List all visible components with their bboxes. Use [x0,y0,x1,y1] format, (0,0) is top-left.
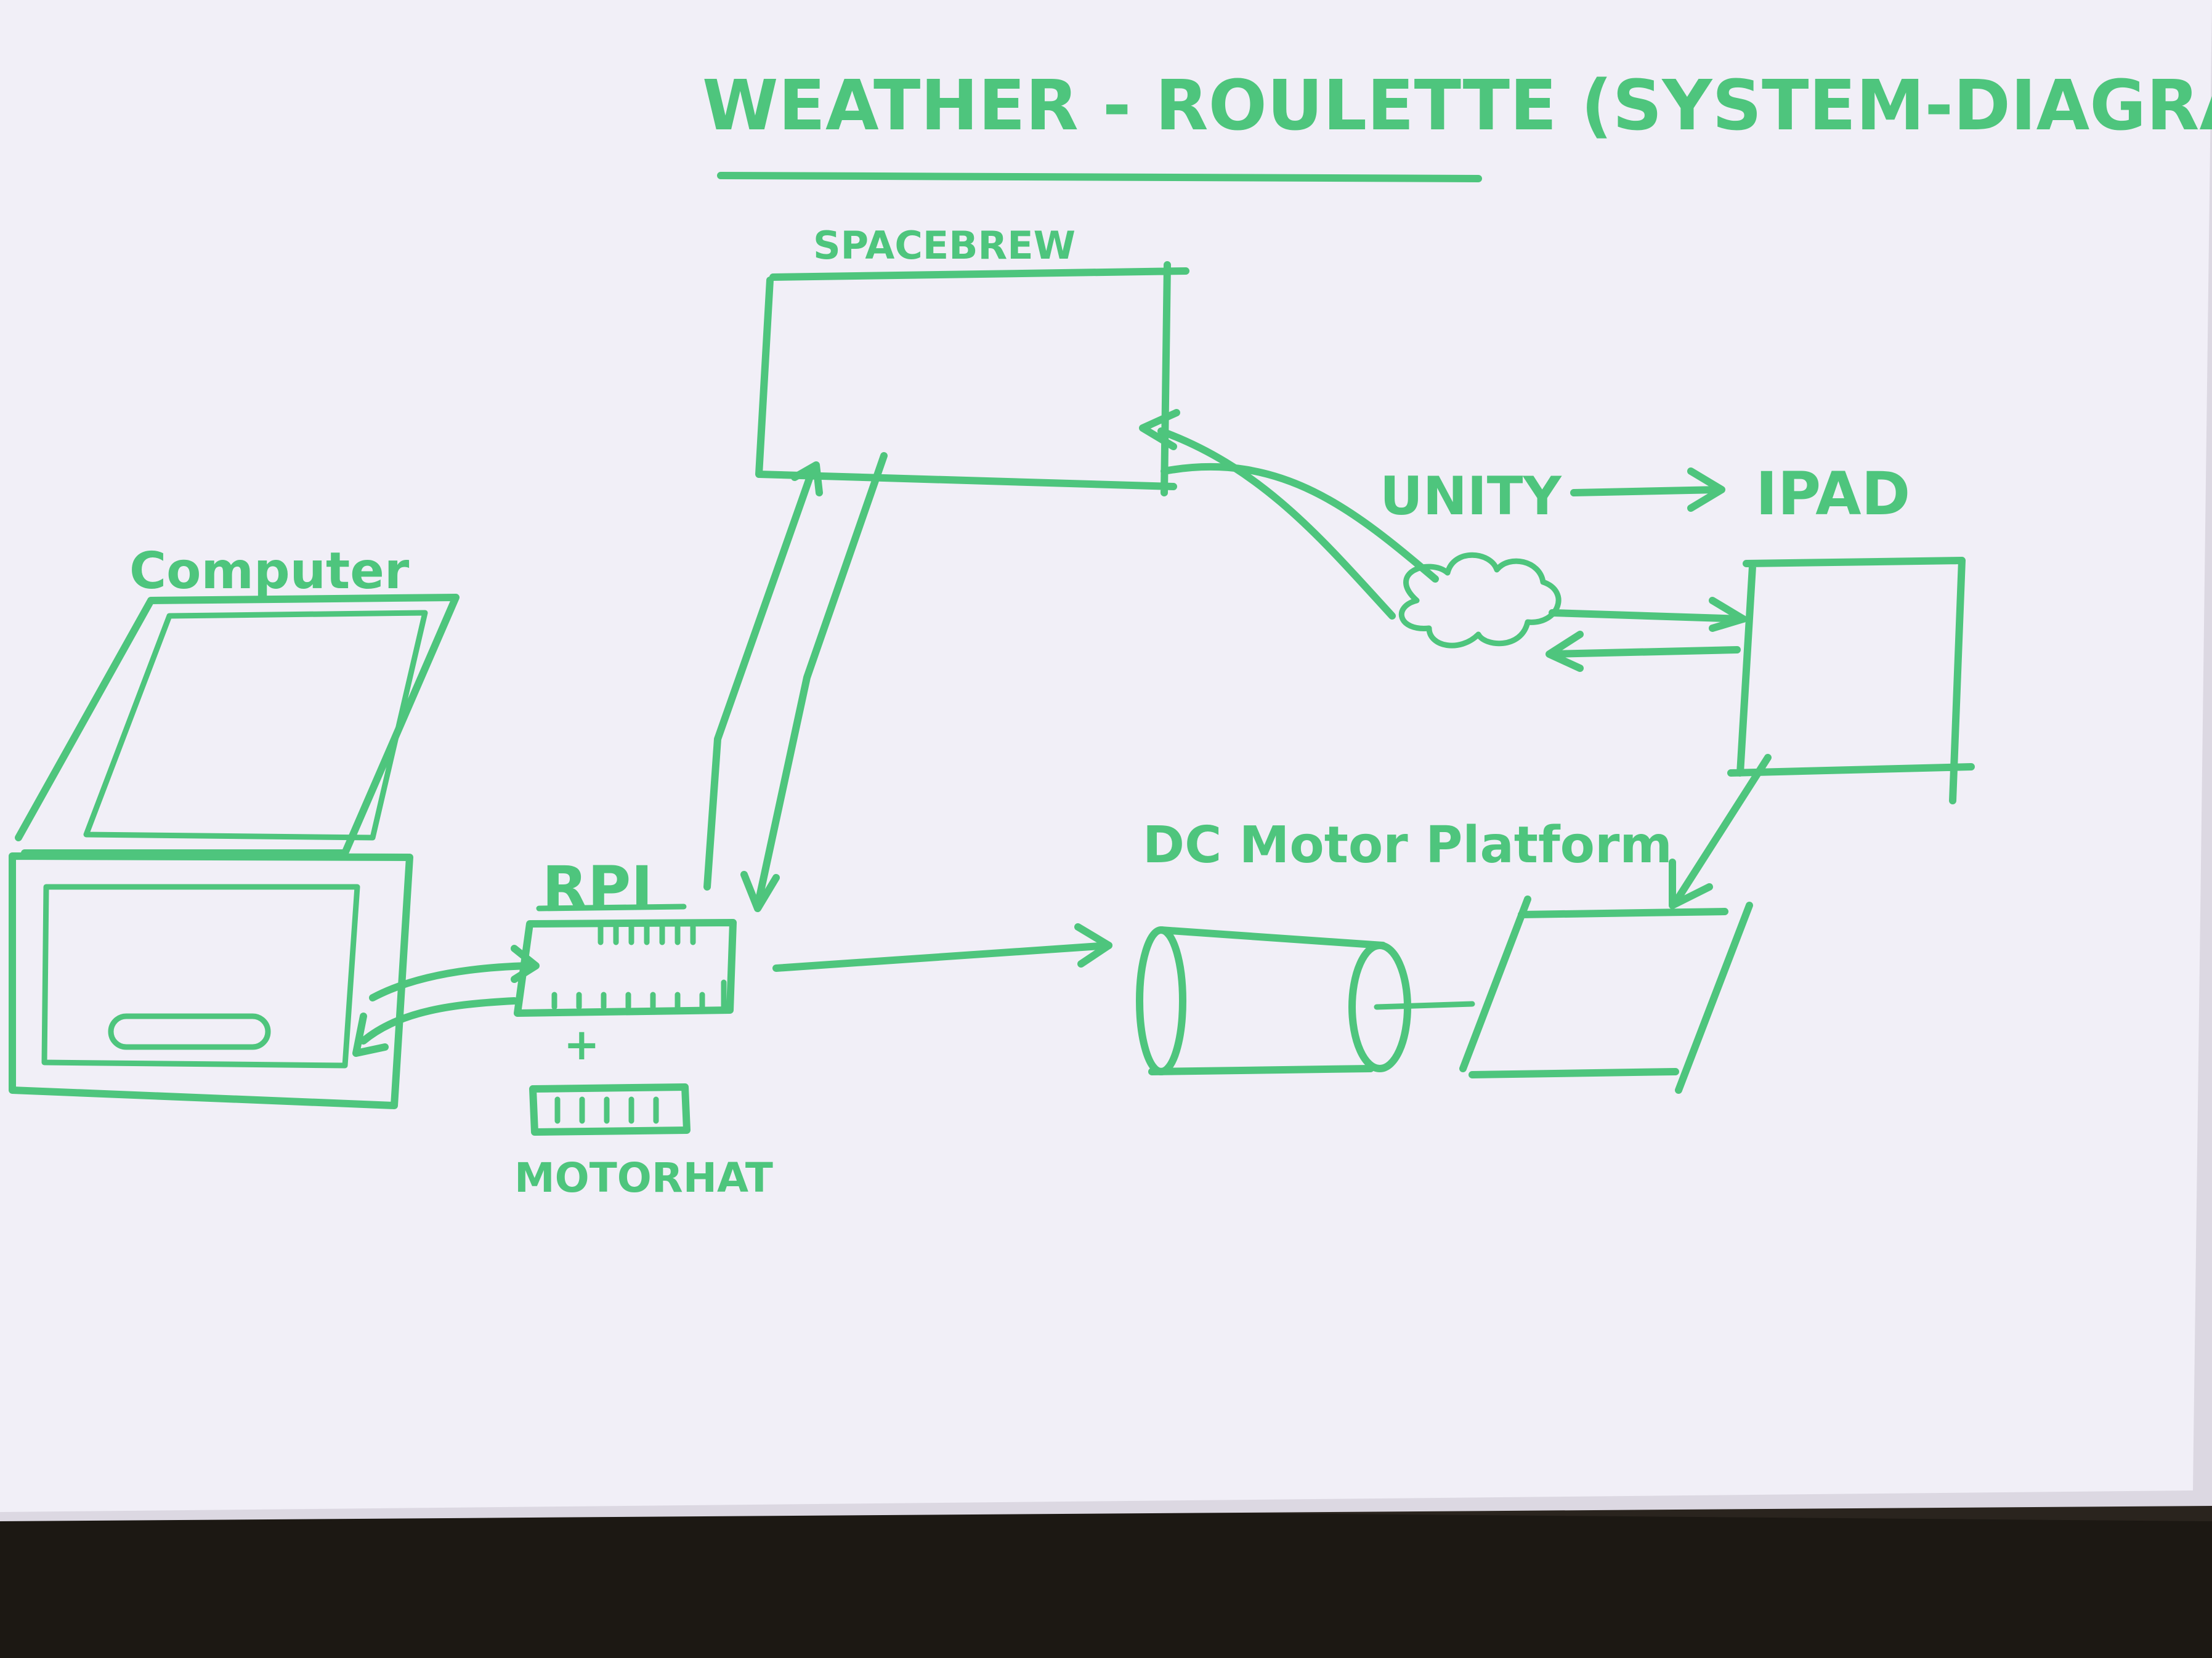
rpi-board [514,919,737,1017]
motor-platform [1459,896,1753,1094]
ipad-box [1727,557,1975,804]
connector-rpi-to-motor [772,923,1112,972]
ipad-label: IPAD [1756,459,1910,528]
dc-motor-platform-label: DC Motor Platform [1143,816,1672,875]
unity-to-ipad-arrow [1570,467,1725,512]
connector-spacebrew-to-rpi [740,452,888,912]
motorhat-label: MOTORHAT [514,1154,773,1202]
spacebrew-box [755,261,1189,496]
diagram-title: WEATHER - ROULETTE (SYSTEM-DIAGRAM) [702,66,2212,146]
computer-laptop [9,594,460,1109]
paper-sheet [0,0,2212,1512]
computer-label: Computer [129,542,410,601]
connector-cloud-to-spacebrew [1139,409,1439,620]
title-underline [717,172,1482,182]
connector-cloud-to-ipad [1546,597,1747,672]
dc-motor [1136,926,1475,1075]
spacebrew-label: SPACEBREW [813,223,1076,268]
connector-rpi-to-spacebrew [703,461,823,891]
motorhat-board [529,1083,691,1136]
unity-label: UNITY [1380,466,1562,527]
connector-computer-rpi [352,945,540,1057]
rpi-underline [536,904,687,912]
connector-ipad-to-platform [1669,754,1772,909]
plus-label: + [564,1019,600,1070]
cloud-icon [1398,552,1562,649]
rpi-label: RPI [542,854,653,923]
paper-shadow [0,1503,2212,1658]
